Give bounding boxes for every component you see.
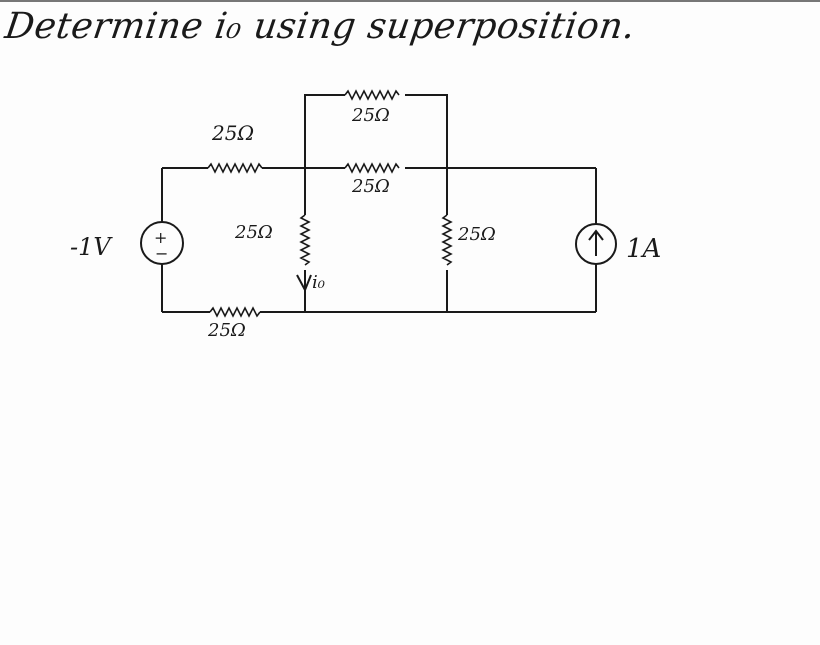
label-r-center: 25Ω	[234, 222, 273, 243]
label-r-top: 25Ω	[351, 105, 390, 126]
wire-top-loop	[304, 94, 448, 168]
label-i0: i₀	[312, 272, 325, 293]
resistor-center	[299, 214, 311, 266]
label-r-mid-top: 25Ω	[351, 176, 390, 197]
polarity-plus: +	[154, 228, 167, 247]
label-voltage-source: -1V	[70, 233, 113, 261]
resistor-left-bottom	[209, 306, 261, 318]
polarity-minus: −	[155, 244, 168, 263]
label-r-right: 25Ω	[457, 224, 496, 245]
resistor-top	[344, 89, 400, 101]
page-top-edge	[0, 0, 820, 2]
current-arrow-icon	[296, 274, 312, 293]
resistor-right	[441, 214, 453, 266]
label-r-left-bottom: 25Ω	[207, 320, 246, 341]
resistor-mid-top	[344, 162, 400, 174]
current-source-icon	[575, 223, 617, 265]
label-r-left-top: 25Ω	[211, 121, 254, 145]
label-current-source: 1A	[626, 234, 661, 264]
up-arrow-icon	[588, 229, 604, 256]
resistor-left-top	[207, 162, 263, 174]
voltage-source-icon	[140, 221, 184, 265]
